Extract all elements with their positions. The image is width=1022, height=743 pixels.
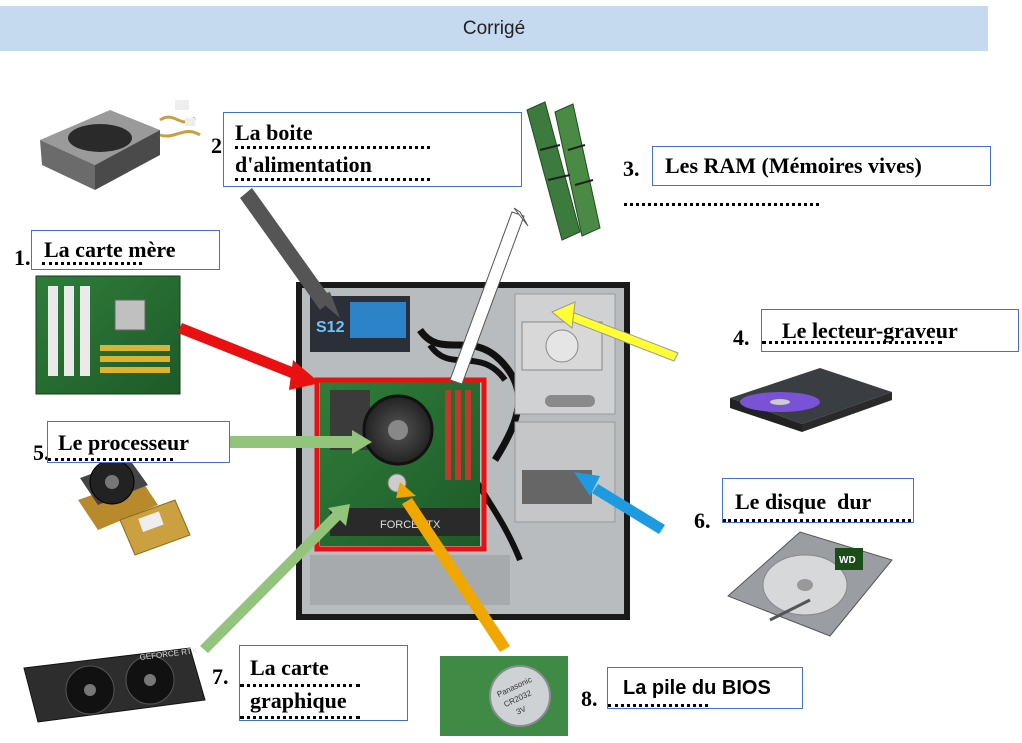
arrow-psu [240, 188, 340, 318]
arrow-cpu [228, 430, 372, 454]
label-6-box: Le disque dur [722, 478, 914, 523]
label-6-text: Le disque dur [735, 489, 872, 514]
gpu-image: GEFORCE RTX [23, 646, 206, 723]
battery-image: Panasonic CR2032 3V [440, 656, 568, 736]
label-6-number: 6. [694, 508, 711, 533]
header-title: Corrigé [462, 17, 526, 39]
label-8-text: La pile du BIOS [623, 677, 771, 699]
header-bar: Corrigé [0, 6, 988, 51]
label-7-line2: graphique [250, 688, 347, 713]
label-2-dots-1 [235, 146, 430, 149]
label-4-number: 4. [733, 325, 750, 350]
label-1-text: La carte mère [44, 237, 176, 262]
hdd-image: WD [727, 531, 893, 637]
label-4-box: Le lecteur-graveur [761, 309, 1019, 352]
arrow-hdd [574, 472, 665, 534]
label-3-box: Les RAM (Mémoires vives) [652, 146, 991, 186]
label-5-number: 5. [33, 440, 50, 465]
motherboard-image [35, 275, 181, 395]
label-3-text: Les RAM (Mémoires vives) [665, 153, 922, 178]
pc-case-image: S12 FORCERTX [296, 282, 630, 620]
label-4-text: Le lecteur-graveur [782, 318, 958, 343]
arrow-gpu [200, 504, 350, 653]
label-5-text: Le processeur [58, 430, 189, 455]
arrow-battery [396, 482, 510, 652]
label-2-box: La boite d'alimentation [223, 112, 522, 187]
label-3-dots [624, 203, 819, 206]
hdd-brand: WD [839, 555, 856, 566]
label-7-dots-2 [240, 716, 360, 719]
label-4-dots [762, 341, 942, 344]
label-2-line1: La boite [235, 120, 313, 145]
arrow-dvd [551, 301, 679, 362]
cpu-image [78, 459, 191, 556]
arrow-motherboard [178, 323, 320, 390]
label-8-number: 8. [581, 686, 598, 711]
label-8-box: La pile du BIOS [607, 667, 803, 709]
label-5-dots [48, 458, 173, 461]
arrow-ram [449, 207, 529, 385]
label-7-line1: La carte [250, 655, 329, 680]
label-5-box: Le processeur [47, 421, 230, 463]
label-2-dots-2 [235, 178, 430, 181]
label-8-dots [608, 704, 708, 707]
label-1-number: 1. [14, 245, 31, 270]
label-7-box: La carte graphique [239, 645, 408, 721]
ram-image [526, 101, 601, 241]
label-1-dots [42, 262, 142, 265]
dvd-image [730, 368, 892, 432]
label-2-line2: d'alimentation [235, 152, 372, 177]
label-7-number: 7. [212, 664, 229, 689]
label-7-dots-1 [240, 684, 360, 687]
label-3-number: 3. [623, 156, 640, 181]
battery-text-3: 3V [515, 704, 528, 717]
case-psu-brand: S12 [316, 319, 345, 336]
label-1-box: La carte mère [31, 230, 220, 270]
label-6-dots [723, 519, 911, 522]
psu-image [40, 100, 201, 190]
